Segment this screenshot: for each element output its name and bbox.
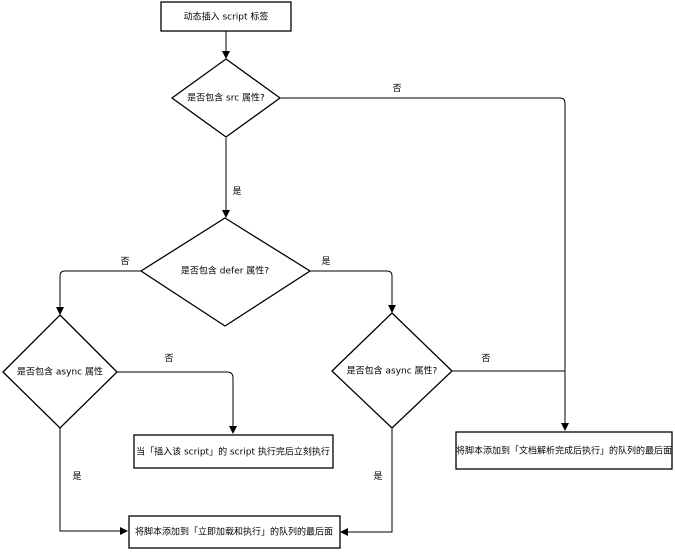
edge-label-async-left-no: 否 bbox=[164, 353, 173, 364]
node-start: 动态插入 script 标签 bbox=[160, 1, 292, 32]
edge-label-async-left-yes: 是 bbox=[72, 471, 81, 482]
edge-label-async-right-no: 否 bbox=[481, 353, 490, 364]
edge-async-right-yes bbox=[340, 428, 393, 536]
edge-defer-yes bbox=[310, 270, 396, 313]
node-queue-load-exec: 将脚本添加到「立即加载和执行」的队列的最后面 bbox=[128, 515, 341, 549]
node-has-src: 是否包含 src 属性? bbox=[170, 58, 282, 138]
node-async-left: 是否包含 async 属性 bbox=[2, 314, 118, 429]
edge-label-defer-yes: 是 bbox=[321, 256, 330, 267]
edge-labels: 否 是 否 是 否 是 否 是 bbox=[72, 83, 490, 482]
node-async-left-label: 是否包含 async 属性 bbox=[17, 366, 103, 378]
node-has-defer: 是否包含 defer 属性? bbox=[139, 217, 312, 327]
edge-label-async-right-yes: 是 bbox=[373, 471, 382, 482]
node-queue-doc-parsed-label: 将脚本添加到「文档解析完成后执行」的队列的最后面 bbox=[456, 445, 672, 457]
edge-async-left-no bbox=[117, 371, 237, 434]
edge-async-left-yes bbox=[59, 428, 128, 535]
node-exec-after-insert-label: 当「插入该 script」的 script 执行完后立刻执行 bbox=[136, 446, 330, 458]
node-exec-after-insert: 当「插入该 script」的 script 执行完后立刻执行 bbox=[133, 434, 334, 469]
edge-label-src-yes: 是 bbox=[232, 186, 241, 197]
node-has-src-label: 是否包含 src 属性? bbox=[187, 92, 265, 104]
edges bbox=[56, 31, 569, 536]
node-queue-load-exec-label: 将脚本添加到「立即加载和执行」的队列的最后面 bbox=[135, 526, 333, 538]
node-queue-doc-parsed: 将脚本添加到「文档解析完成后执行」的队列的最后面 bbox=[455, 431, 673, 470]
edge-defer-no bbox=[56, 270, 141, 315]
node-start-label: 动态插入 script 标签 bbox=[184, 11, 269, 23]
edge-src-no bbox=[280, 97, 569, 431]
edge-label-defer-no: 否 bbox=[120, 256, 129, 267]
node-async-right-label: 是否包含 async 属性? bbox=[347, 365, 438, 377]
node-async-right: 是否包含 async 属性? bbox=[331, 312, 453, 429]
node-has-defer-label: 是否包含 defer 属性? bbox=[181, 265, 269, 277]
edge-label-src-no: 否 bbox=[392, 83, 401, 94]
